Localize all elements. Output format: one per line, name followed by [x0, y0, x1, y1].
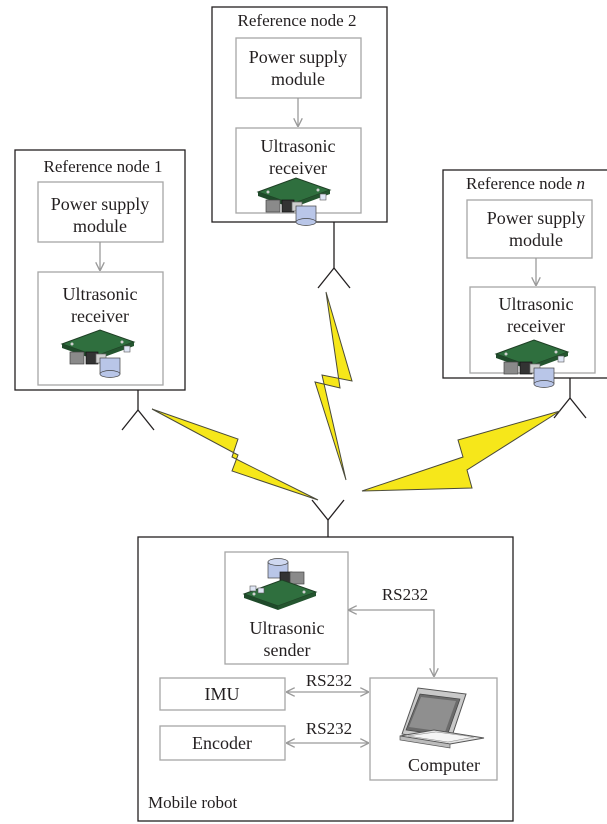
encoder-box [159, 725, 286, 761]
ultrasonic-receiver-label: receiver [269, 158, 327, 178]
ultrasonic-receiver-label: Ultrasonic [499, 294, 574, 314]
reference-node-1-title: Reference node 1 [44, 157, 163, 176]
reference-node-n-title: Reference node n [466, 174, 585, 193]
imu-box [159, 677, 286, 711]
antenna-icon [553, 378, 587, 419]
antenna-icon [311, 499, 345, 537]
power-supply-module-box [37, 181, 164, 243]
wireless-link-2 [314, 291, 353, 481]
power-supply-module-label: Power supply [51, 194, 150, 214]
reference-node-n-title-italic: n [576, 174, 585, 193]
rs232-label: RS232 [382, 585, 428, 604]
antenna-icon [121, 390, 155, 431]
encoder-label: Encoder [192, 733, 252, 753]
ultrasonic-receiver-label: Ultrasonic [261, 136, 336, 156]
wireless-link-n [361, 410, 561, 492]
reference-node-2-title: Reference node 2 [238, 11, 357, 30]
wireless-link-1 [151, 408, 319, 501]
computer-label: Computer [408, 755, 480, 775]
power-supply-module-label: module [271, 69, 325, 89]
power-supply-module-label: Power supply [249, 47, 348, 67]
ultrasonic-receiver-label: receiver [71, 306, 129, 326]
ultrasonic-receiver-label: receiver [507, 316, 565, 336]
rs232-link-sender-computer [349, 610, 434, 676]
power-supply-module-label: Power supply [487, 208, 586, 228]
reference-node-n-title-text: Reference node [466, 174, 576, 193]
power-supply-module-label: module [73, 216, 127, 236]
power-supply-module-box [466, 199, 593, 259]
ultrasonic-receiver-label: Ultrasonic [63, 284, 138, 304]
antenna-icon [317, 222, 351, 289]
rs232-label: RS232 [306, 719, 352, 738]
power-supply-module-box [235, 37, 362, 99]
power-supply-module-label: module [509, 230, 563, 250]
ultrasonic-sender-label: sender [264, 640, 311, 660]
laptop-icon [399, 687, 485, 749]
imu-label: IMU [205, 684, 240, 704]
rs232-label: RS232 [306, 671, 352, 690]
ultrasonic-sender-label: Ultrasonic [250, 618, 325, 638]
mobile-robot-title: Mobile robot [148, 793, 238, 812]
